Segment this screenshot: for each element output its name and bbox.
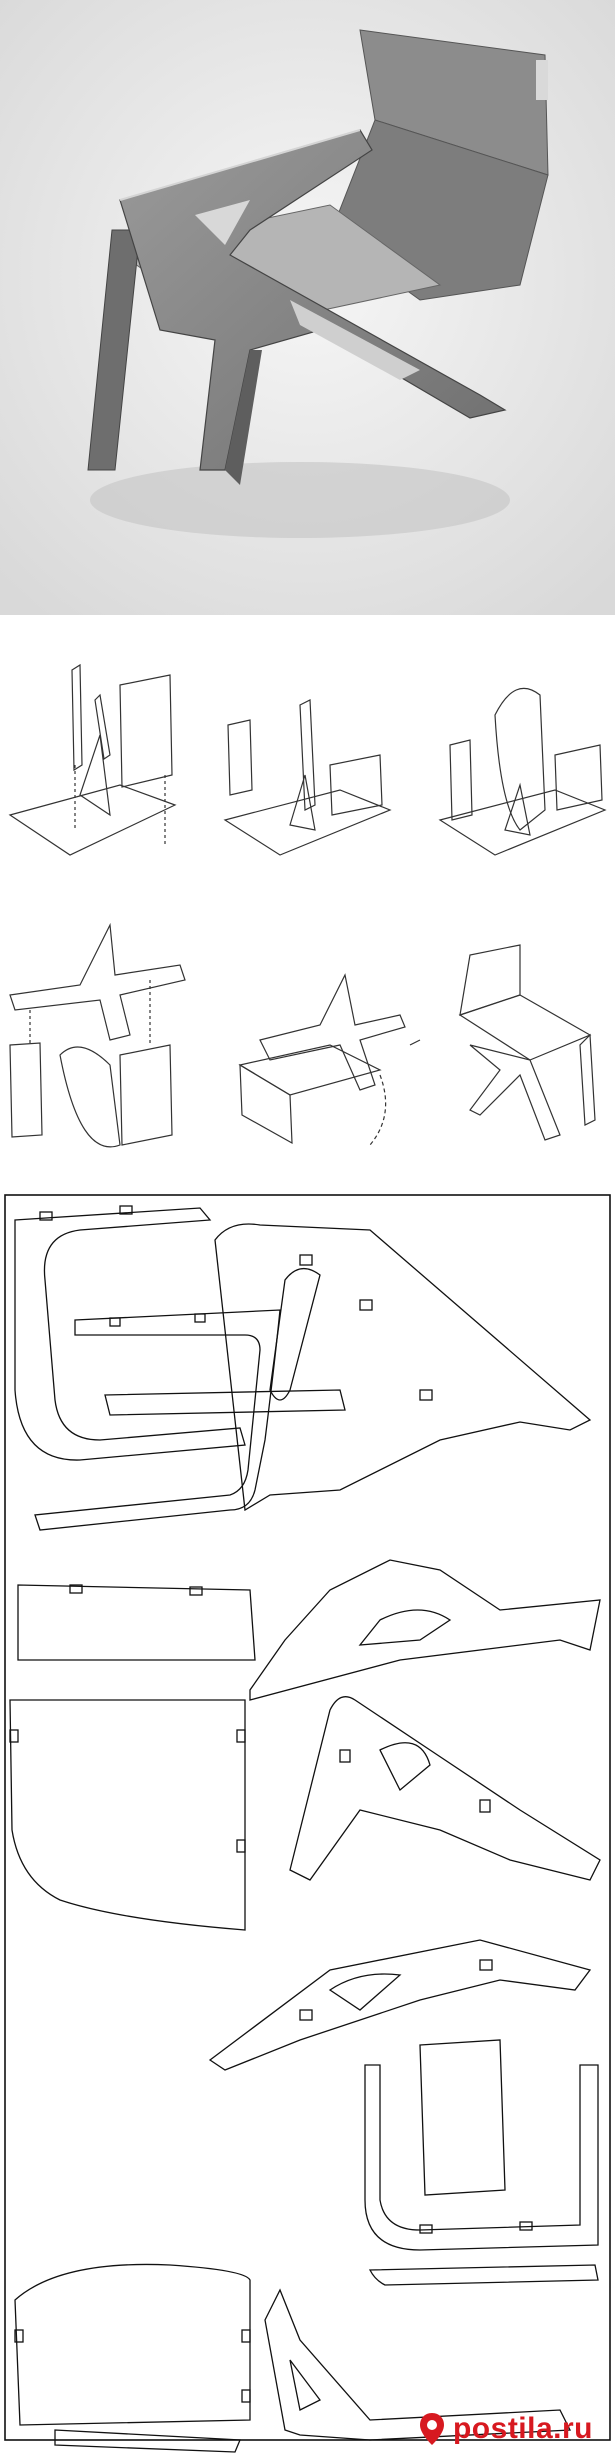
leg-piece-c [289, 1696, 601, 1881]
leg-piece-b [249, 1559, 601, 1701]
inner-rail-right [419, 2039, 506, 2196]
assembly-diagram [8, 663, 607, 1148]
side-panel-top-middle [34, 1309, 281, 1531]
seat-slat [17, 1584, 256, 1661]
step-3 [438, 687, 607, 856]
watermark-text: postila.ru [452, 2412, 593, 2445]
seat-back-panel-2 [14, 2263, 251, 2426]
step-5 [238, 973, 421, 1146]
leg-piece-e [264, 2288, 572, 2441]
back-rail [104, 1389, 346, 1416]
cut-sheet: postila.ru [0, 1190, 615, 2456]
assembly-steps [0, 615, 615, 1190]
pin-icon [419, 2413, 444, 2445]
frame-right [364, 2064, 599, 2251]
cut-sheet-drawing [4, 1194, 611, 2453]
chair-photo-illustration [0, 0, 615, 615]
watermark: postila.ru [419, 2412, 593, 2446]
step-1 [8, 663, 177, 856]
side-panel-top-left [14, 1207, 246, 1461]
step-4 [9, 922, 186, 1148]
leg-piece-d [208, 1939, 592, 2071]
sheet-border [4, 1194, 611, 2441]
rail-bottom-right [368, 2264, 599, 2286]
leg-piece-a [214, 1223, 592, 1512]
seat-back-panel [9, 1699, 246, 1931]
step-2 [223, 699, 392, 856]
slat-bottom-left [54, 2429, 241, 2453]
step-6 [458, 944, 596, 1141]
chair-photo [0, 0, 615, 615]
